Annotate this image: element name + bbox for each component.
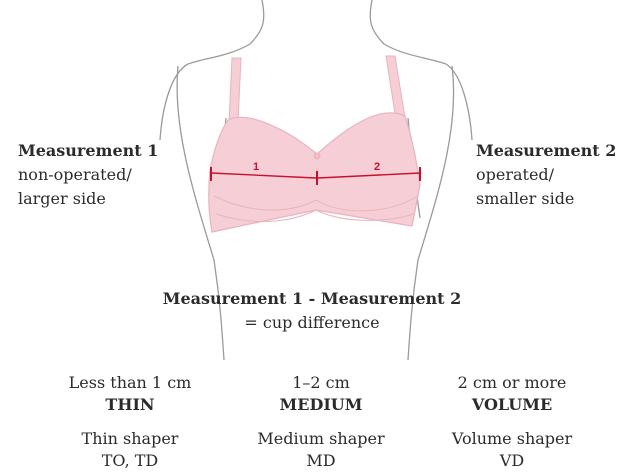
formula-title: Measurement 1 - Measurement 2	[163, 289, 461, 308]
tape-label-1: 1	[253, 161, 259, 173]
level-column-volume: 2 cm or more VOLUME Volume shaper VD	[412, 372, 612, 472]
level-range: 2 cm or more	[412, 372, 612, 394]
level-name: VOLUME	[412, 394, 612, 416]
strap-left	[229, 58, 241, 122]
bra-illustration	[209, 56, 420, 232]
measurement-2-title: Measurement 2	[476, 141, 616, 160]
level-column-thin: Less than 1 cm THIN Thin shaper TO, TD	[30, 372, 230, 472]
level-column-medium: 1–2 cm MEDIUM Medium shaper MD	[221, 372, 421, 472]
measurement-1-line2: larger side	[18, 189, 106, 208]
bra-body	[209, 113, 420, 232]
measurement-1-title: Measurement 1	[18, 141, 158, 160]
tape-label-2: 2	[374, 161, 380, 173]
measurement-1-label: Measurement 1 non-operated/ larger side	[18, 139, 158, 211]
formula-subtitle: = cup difference	[244, 313, 379, 332]
level-name: MEDIUM	[221, 394, 421, 416]
measurement-2-line1: operated/	[476, 165, 554, 184]
level-range: 1–2 cm	[221, 372, 421, 394]
shaper-codes: MD	[221, 450, 421, 472]
level-name: THIN	[30, 394, 230, 416]
measurement-2-line2: smaller side	[476, 189, 574, 208]
level-range: Less than 1 cm	[30, 372, 230, 394]
shaper-codes: TO, TD	[30, 450, 230, 472]
center-bow	[314, 153, 320, 159]
measurement-2-label: Measurement 2 operated/ smaller side	[476, 139, 616, 211]
shaper-name: Thin shaper	[30, 428, 230, 450]
measurement-1-line1: non-operated/	[18, 165, 132, 184]
shaper-codes: VD	[412, 450, 612, 472]
cup-difference-formula: Measurement 1 - Measurement 2 = cup diff…	[0, 287, 624, 335]
shaper-name: Volume shaper	[412, 428, 612, 450]
strap-right	[386, 56, 405, 120]
shaper-name: Medium shaper	[221, 428, 421, 450]
